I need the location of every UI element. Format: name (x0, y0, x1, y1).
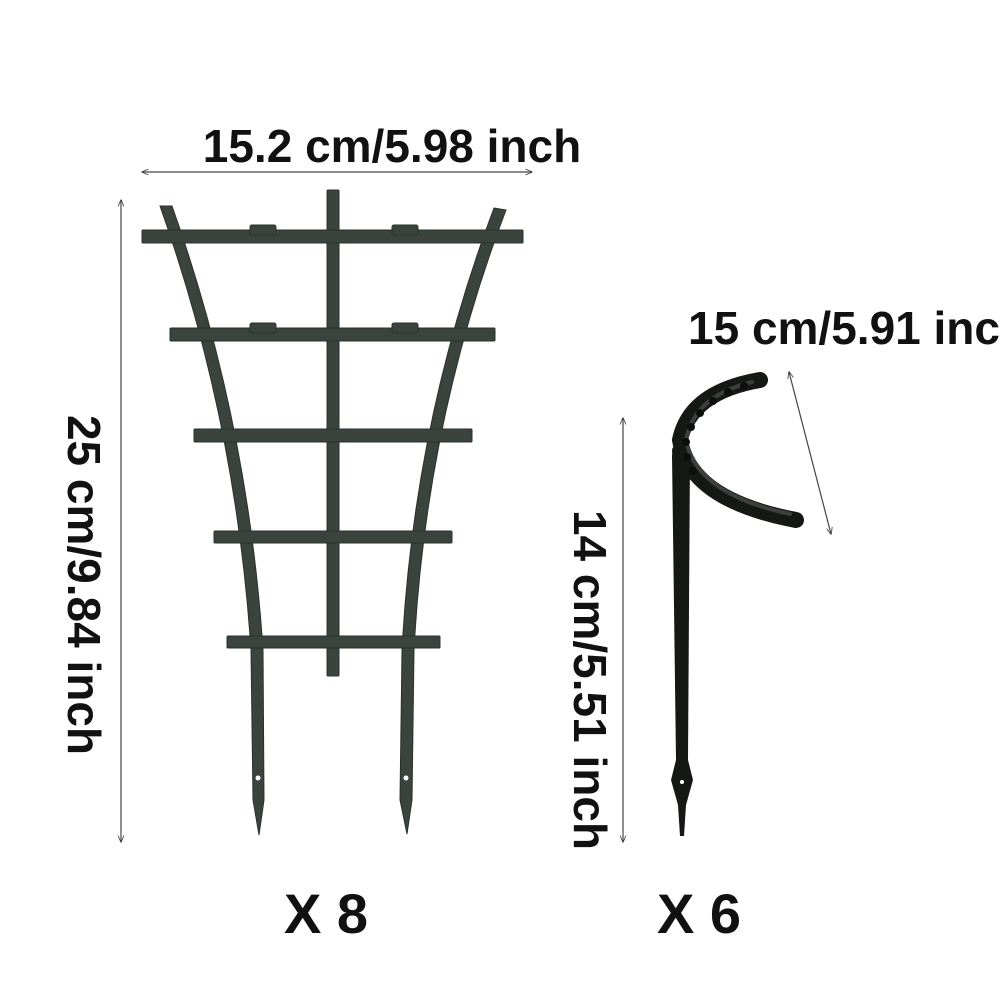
trellis-rung (193, 428, 473, 443)
trellis-right-rail (399, 207, 507, 835)
hoop-height-label: 14 cm/5.51 inch (564, 510, 616, 850)
trellis-illustration (141, 189, 524, 836)
trellis-clip (391, 224, 419, 236)
trellis-rung (141, 229, 524, 244)
hoop-notches (682, 382, 748, 475)
hoop-width-label: 15 cm/5.91 inch (688, 302, 1000, 354)
hoop-width-dimension-line (789, 372, 831, 534)
hoop-stake-hole (680, 780, 684, 784)
hoop-quantity-label: X 6 (657, 882, 741, 945)
trellis-stake-hole (403, 775, 409, 781)
trellis-clip (249, 224, 277, 236)
trellis-rung (213, 530, 453, 544)
trellis-left-rail (159, 205, 265, 836)
trellis-clip (249, 322, 277, 334)
trellis-rung (169, 327, 496, 342)
trellis-stake-hole (255, 775, 261, 781)
trellis-clip (391, 322, 419, 334)
trellis-quantity-label: X 8 (284, 882, 368, 945)
hoop-stake (671, 455, 693, 836)
trellis-rung (226, 635, 441, 649)
trellis-width-label: 15.2 cm/5.98 inch (203, 120, 581, 172)
hoop-support-illustration (671, 372, 804, 836)
trellis-height-label: 25 cm/9.84 inch (58, 415, 110, 755)
